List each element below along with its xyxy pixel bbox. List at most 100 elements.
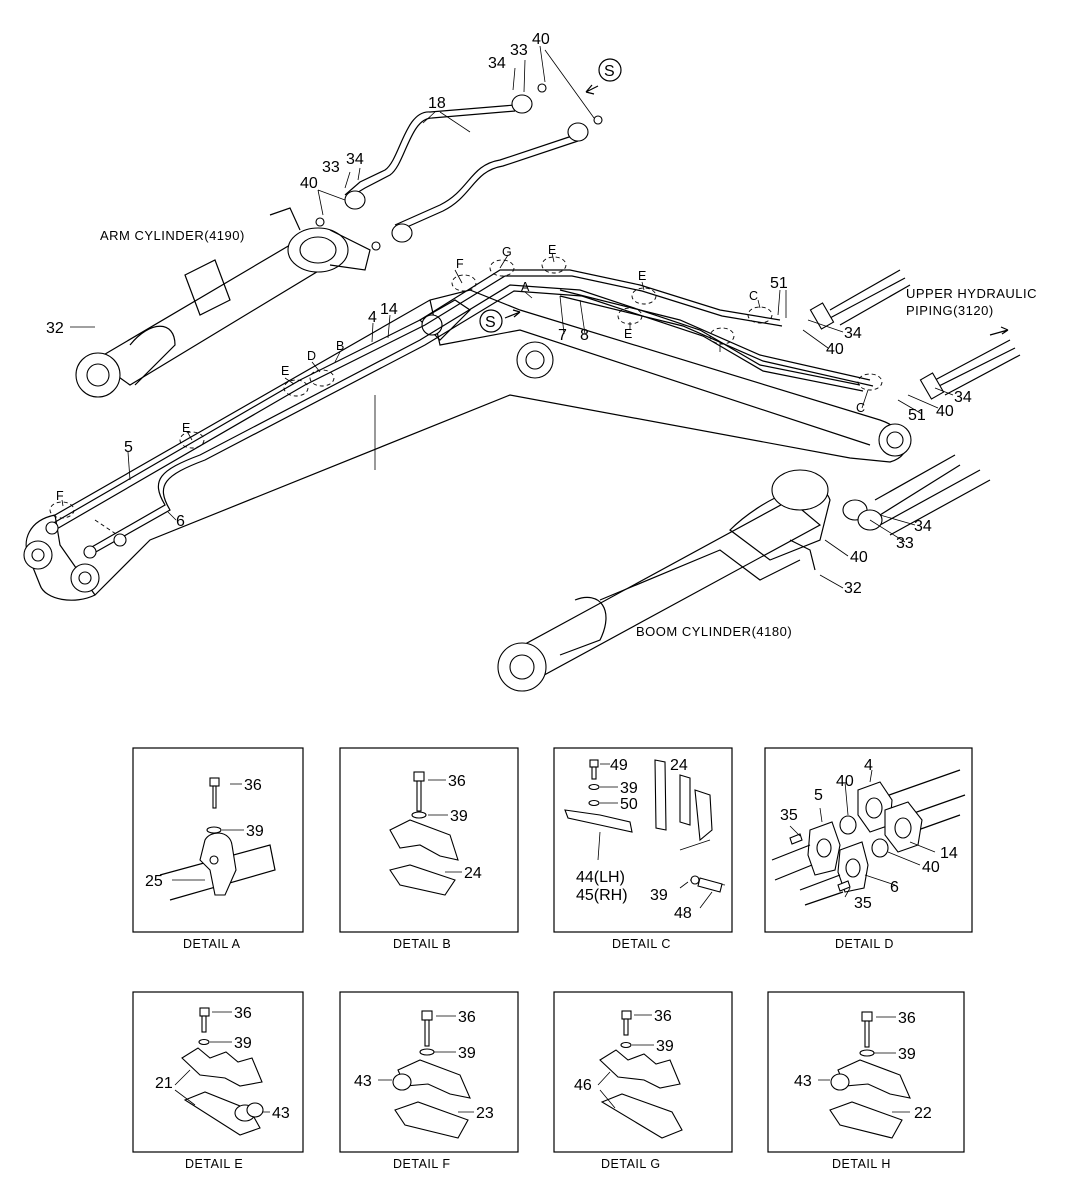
detail-g-frame — [553, 991, 733, 1153]
detail-c: 49 39 50 24 44(LH) 45(RH) 39 48 DETAIL C — [553, 747, 733, 951]
detail-d-label-4: 4 — [864, 757, 873, 774]
detail-h-label-43: 43 — [794, 1073, 812, 1090]
callout-C-upper: C — [749, 289, 759, 303]
detail-h-label-36: 36 — [898, 1010, 916, 1027]
detail-e: 36 39 21 43 DETAIL E — [132, 991, 304, 1171]
label-34-boom: 34 — [914, 518, 932, 535]
callout-E-4: E — [638, 269, 647, 283]
detail-b-label-24: 24 — [464, 865, 482, 882]
detail-a-label-39: 39 — [246, 823, 264, 840]
detail-d-label-35-bottom: 35 — [854, 895, 872, 912]
label-40-top: 40 — [532, 31, 550, 48]
s-marker-top: S — [604, 63, 615, 80]
callout-G: G — [502, 245, 512, 259]
label-34-upper: 34 — [844, 325, 862, 342]
label-33-boom: 33 — [896, 535, 914, 552]
arm-cylinder-label: ARM CYLINDER(4190) — [100, 228, 245, 243]
detail-f: 36 39 43 23 DETAIL F — [339, 991, 519, 1171]
boom-pipes — [45, 269, 874, 559]
label-5: 5 — [124, 439, 133, 456]
detail-g-label-46: 46 — [574, 1077, 592, 1094]
detail-d-label-5: 5 — [814, 787, 823, 804]
detail-b-frame — [339, 747, 519, 933]
detail-c-frame — [553, 747, 733, 933]
detail-a: 36 39 25 DETAIL A — [132, 747, 304, 951]
detail-c-label-50: 50 — [620, 796, 638, 813]
callout-A: A — [521, 280, 530, 294]
detail-g-label-39: 39 — [656, 1038, 674, 1055]
detail-h-caption: DETAIL H — [832, 1157, 891, 1171]
detail-c-label-48: 48 — [674, 905, 692, 922]
detail-d-label-14: 14 — [940, 845, 958, 862]
callout-E-2: E — [182, 421, 191, 435]
detail-a-label-25: 25 — [145, 873, 163, 890]
main-labels: ARM CYLINDER(4190) BOOM CYLINDER(4180) U… — [46, 31, 1037, 639]
detail-g-caption: DETAIL G — [601, 1157, 661, 1171]
label-7: 7 — [558, 327, 567, 344]
detail-g: 36 39 46 DETAIL G — [553, 991, 733, 1171]
callout-F-1: F — [456, 257, 464, 271]
detail-e-label-43: 43 — [272, 1105, 290, 1122]
label-34-top: 34 — [488, 55, 506, 72]
detail-c-label-24: 24 — [670, 757, 688, 774]
callout-C-lower: C — [856, 401, 866, 415]
detail-h-frame — [767, 991, 965, 1153]
detail-d-label-35-top: 35 — [780, 807, 798, 824]
boom-body — [23, 289, 912, 601]
s-marker-boom: S — [485, 314, 496, 331]
detail-d-label-40-top: 40 — [836, 773, 854, 790]
label-14: 14 — [380, 301, 398, 318]
boom-cylinder — [497, 469, 831, 692]
label-51-upper: 51 — [770, 275, 788, 292]
label-34-arm: 34 — [346, 151, 364, 168]
detail-c-label-49: 49 — [610, 757, 628, 774]
detail-f-label-36: 36 — [458, 1009, 476, 1026]
detail-c-caption: DETAIL C — [612, 937, 671, 951]
callout-B: B — [336, 339, 345, 353]
label-32-boom: 32 — [844, 580, 862, 597]
detail-c-label-39-top: 39 — [620, 780, 638, 797]
detail-c-label-45rh: 45(RH) — [576, 887, 628, 904]
main-assembly: ARM CYLINDER(4190) BOOM CYLINDER(4180) U… — [23, 31, 1037, 692]
detail-h-label-22: 22 — [914, 1105, 932, 1122]
upper-piping-label-line2: PIPING(3120) — [906, 303, 994, 318]
detail-e-label-36: 36 — [234, 1005, 252, 1022]
label-6: 6 — [176, 513, 185, 530]
label-18: 18 — [428, 95, 446, 112]
label-51-lower: 51 — [908, 407, 926, 424]
detail-g-label-36: 36 — [654, 1008, 672, 1025]
label-40-upper: 40 — [826, 341, 844, 358]
callout-E-1: E — [281, 364, 290, 378]
callout-E-5: E — [624, 327, 633, 341]
label-33-arm: 33 — [322, 159, 340, 176]
arm-cylinder — [75, 207, 371, 398]
detail-f-label-23: 23 — [476, 1105, 494, 1122]
label-34-mid: 34 — [954, 389, 972, 406]
detail-b: 36 39 24 DETAIL B — [339, 747, 519, 951]
callout-F-2: F — [56, 489, 64, 503]
detail-d-caption: DETAIL D — [835, 937, 894, 951]
detail-b-label-39: 39 — [450, 808, 468, 825]
label-33-top: 33 — [510, 42, 528, 59]
detail-d-frame — [764, 747, 973, 933]
detail-a-label-36: 36 — [244, 777, 262, 794]
detail-c-label-44lh: 44(LH) — [576, 869, 625, 886]
leader-lines — [61, 45, 954, 589]
s-markers — [479, 58, 1009, 336]
detail-d-label-40-bottom: 40 — [922, 859, 940, 876]
detail-e-label-39: 39 — [234, 1035, 252, 1052]
detail-a-caption: DETAIL A — [183, 937, 241, 951]
detail-c-label-39-bottom: 39 — [650, 887, 668, 904]
detail-f-caption: DETAIL F — [393, 1157, 450, 1171]
label-40-boom: 40 — [850, 549, 868, 566]
upper-piping-label-line1: UPPER HYDRAULIC — [906, 286, 1037, 301]
detail-f-label-43: 43 — [354, 1073, 372, 1090]
detail-d: 4 40 5 35 14 40 6 35 DETAIL D — [764, 747, 973, 951]
callout-D: D — [307, 349, 317, 363]
label-8: 8 — [580, 327, 589, 344]
detail-d-label-6: 6 — [890, 879, 899, 896]
detail-e-frame — [132, 991, 304, 1153]
upper-hoses — [809, 269, 1021, 536]
detail-f-frame — [339, 991, 519, 1153]
